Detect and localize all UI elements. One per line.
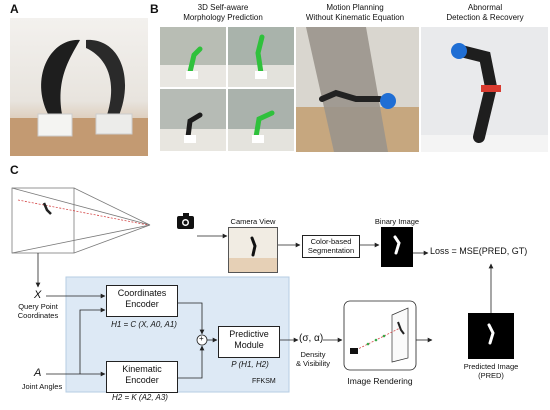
photo-abnormal-detection [421,27,548,152]
density-line2: & Visibility [295,359,331,368]
predictive-module-line2: Module [234,340,264,350]
predicted-image-line2: (PRED) [478,371,504,380]
p-formula: P (H1, H2) [231,360,269,369]
segmentation-line1: Color-based [310,237,352,246]
density-line1: Density [300,350,326,359]
coordinates-encoder-line1: Coordinates [117,288,167,298]
binary-image-gt [381,227,413,267]
a-symbol: A [34,367,42,379]
plus-operator: + [199,334,204,343]
caption-morphology: 3D Self-aware Morphology Prediction [158,3,288,23]
caption-abnormal-line2: Detection & Recovery [446,13,524,22]
density-visibility-label: Density & Visibility [290,350,336,368]
kinematic-encoder-box: Kinematic Encoder [106,361,178,393]
h2-formula: H2 = K (A2, A3) [112,393,168,402]
query-point-label: Query Point Coordinates [0,302,76,320]
coordinates-encoder-line2: Encoder [125,299,159,309]
caption-motion-planning: Motion Planning Without Kinematic Equati… [290,3,420,23]
caption-abnormal: Abnormal Detection & Recovery [420,3,550,23]
caption-motion-line2: Without Kinematic Equation [305,13,405,22]
photo-morphology-1 [160,27,226,87]
caption-morphology-line1: 3D Self-aware [197,3,249,12]
caption-morphology-line2: Morphology Prediction [183,13,263,22]
query-point-line2: Coordinates [17,311,59,320]
loss-formula: Loss = MSE(PRED, GT) [430,246,528,256]
photo-motion-planning [296,27,419,152]
h1-formula: H1 = C (X, A0, A1) [111,320,177,329]
predicted-image-line1: Predicted Image [463,362,519,371]
kinematic-encoder-line2: Encoder [125,375,159,385]
sigma-alpha: (σ, α) [299,333,324,344]
image-rendering-label: Image Rendering [347,376,413,386]
panel-letter-b: B [150,2,159,16]
segmentation-line2: Segmentation [307,246,355,255]
predictive-module-box: Predictive Module [218,326,280,358]
panel-letter-c: C [10,163,19,177]
joint-angles-label: Joint Angles [21,382,63,391]
caption-abnormal-line1: Abnormal [467,3,503,12]
ffksm-label: FFKSM [252,378,276,385]
coordinates-encoder-box: Coordinates Encoder [106,285,178,317]
panel-letter-a: A [10,2,19,16]
caption-motion-line1: Motion Planning [326,3,384,12]
predicted-image-label: Predicted Image (PRED) [446,362,536,380]
photo-robot-arms [10,18,148,156]
photo-morphology-4 [228,89,294,151]
photo-morphology-3 [160,89,226,151]
camera-view-label: Camera View [230,217,276,226]
predictive-module-line1: Predictive [229,329,269,339]
segmentation-box: Color-based Segmentation [302,235,360,258]
query-point-line1: Query Point [18,302,58,311]
x-symbol: X [34,289,42,301]
photo-morphology-2 [228,27,294,87]
camera-view-image [228,227,278,273]
predicted-image [468,313,514,359]
kinematic-encoder-line1: Kinematic [122,364,162,374]
